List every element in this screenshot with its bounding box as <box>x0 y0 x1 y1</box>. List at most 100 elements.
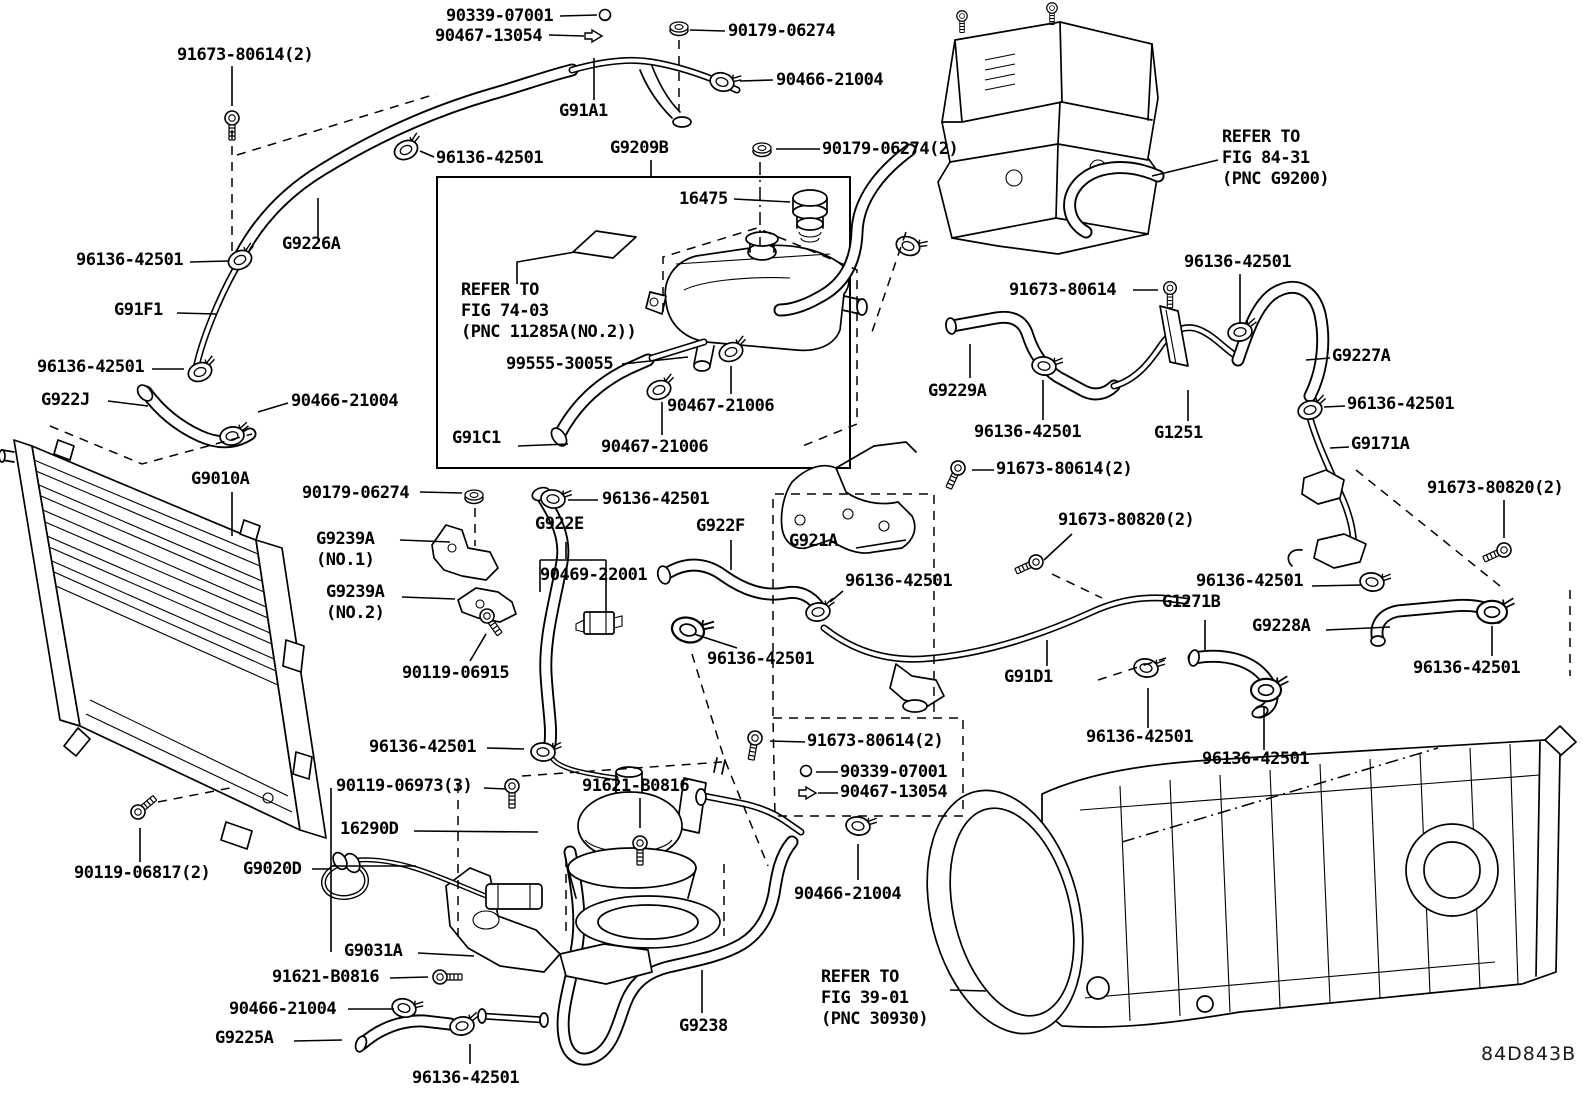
leader-line <box>1323 405 1346 408</box>
radiator-illustration <box>0 439 327 850</box>
part-label-91673-80820-2: 91673-80820(2) <box>1427 478 1564 498</box>
part-label-91621-B0816: 91621-B0816 <box>582 776 690 796</box>
refer-note-fig-84-31: REFER TO FIG 84-31 (PNC G9200) <box>1222 127 1330 189</box>
leader-line <box>419 491 463 494</box>
leader-line <box>1329 446 1350 449</box>
construction-line <box>772 717 964 817</box>
pipe-g1251 <box>1110 305 1240 390</box>
part-label-90467-13054: 90467-13054 <box>435 26 543 46</box>
part-label-G9239A-no2: G9239A (NO.2) <box>326 582 385 623</box>
part-label-90466-21004: 90466-21004 <box>291 391 399 411</box>
part-label-G91D1: G91D1 <box>1004 667 1053 687</box>
part-label-90466-21004: 90466-21004 <box>229 999 337 1019</box>
leader-line <box>483 787 507 790</box>
pump-wire-harness <box>321 851 543 910</box>
drawing-code-label: 84D843B <box>1481 1043 1577 1065</box>
part-label-G9229A: G9229A <box>928 381 987 401</box>
leader-line <box>486 747 525 750</box>
part-label-G9031A: G9031A <box>344 941 403 961</box>
part-label-96136-42501: 96136-42501 <box>76 250 184 270</box>
refer-flag-icon <box>572 230 637 259</box>
radiator-cap-illustration <box>792 189 828 243</box>
part-label-G1271B: G1271B <box>1162 592 1221 612</box>
part-label-90179-06274: 90179-06274 <box>728 21 836 41</box>
part-label-96136-42501: 96136-42501 <box>1196 571 1304 591</box>
part-label-G922J: G922J <box>41 390 90 410</box>
part-label-G9226A: G9226A <box>282 234 341 254</box>
part-label-96136-42501: 96136-42501 <box>37 357 145 377</box>
part-label-96136-42501: 96136-42501 <box>845 571 953 591</box>
leader-line <box>516 251 576 284</box>
part-label-G921A: G921A <box>789 531 838 551</box>
hose-g9226a <box>233 63 579 263</box>
part-label-G91C1: G91C1 <box>452 428 501 448</box>
leader-line <box>733 198 791 203</box>
part-label-96136-42501: 96136-42501 <box>707 649 815 669</box>
bracket-g9239a-no2 <box>457 587 517 623</box>
callout-lines-layer <box>49 14 1571 1064</box>
refer-note-fig-39-01: REFER TO FIG 39-01 (PNC 30930) <box>821 967 929 1029</box>
refer-note-fig-74-03: REFER TO FIG 74-03 (PNC 11285A(NO.2)) <box>461 280 637 342</box>
part-label-96136-42501: 96136-42501 <box>1413 658 1521 678</box>
part-label-90467-13054: 90467-13054 <box>840 782 948 802</box>
leader-line <box>829 590 844 603</box>
brackets <box>431 441 917 635</box>
part-label-G9239A-no1: G9239A (NO.1) <box>316 529 375 570</box>
part-label-96136-42501: 96136-42501 <box>436 148 544 168</box>
leader-line <box>399 539 451 543</box>
bracket-g9239a-no1 <box>431 524 499 581</box>
leader-line <box>419 150 435 158</box>
hose-inverter-fig84 <box>773 143 1165 317</box>
leader-line <box>517 443 569 447</box>
part-label-G922F: G922F <box>696 516 745 536</box>
part-label-96136-42501: 96136-42501 <box>412 1068 520 1088</box>
construction-line <box>236 93 437 156</box>
transmission-illustration <box>926 725 1577 1035</box>
leader-line <box>1325 626 1391 631</box>
bracket-g921a <box>780 441 917 554</box>
hose-g9225a <box>354 1008 549 1053</box>
part-label-G9171A: G9171A <box>1351 434 1410 454</box>
connector-90469 <box>575 611 623 635</box>
part-label-G9010A: G9010A <box>191 469 250 489</box>
part-label-96136-42501: 96136-42501 <box>602 489 710 509</box>
part-label-96136-42501: 96136-42501 <box>1347 394 1455 414</box>
leader-line <box>413 830 539 833</box>
water-pump-illustration <box>321 755 721 985</box>
leader-line <box>1305 357 1331 361</box>
part-label-90119-06817-2: 90119-06817(2) <box>74 863 211 883</box>
leader-line <box>559 14 598 17</box>
leader-line <box>739 79 774 82</box>
part-label-G91F1: G91F1 <box>114 300 163 320</box>
part-label-G9020D: G9020D <box>243 859 302 879</box>
part-label-90469-22001: 90469-22001 <box>540 565 648 585</box>
leader-line <box>1151 159 1219 177</box>
leader-line <box>548 34 585 37</box>
part-label-96136-42501: 96136-42501 <box>974 422 1082 442</box>
part-label-G91A1: G91A1 <box>559 101 608 121</box>
part-label-G9238: G9238 <box>679 1016 728 1036</box>
hose-g922f <box>656 558 829 619</box>
part-label-91673-80614: 91673-80614 <box>1009 280 1117 300</box>
leader-line <box>469 633 487 662</box>
part-label-G9209B: G9209B <box>610 138 669 158</box>
part-label-90339-07001: 90339-07001 <box>446 6 554 26</box>
leader-line <box>389 976 429 979</box>
expansion-tank-illustration <box>572 189 868 372</box>
leader-line <box>949 989 987 992</box>
part-label-91673-80614-2: 91673-80614(2) <box>996 459 1133 479</box>
leader-line <box>1311 584 1363 587</box>
pipe-g91f1 <box>192 264 240 372</box>
construction-line <box>157 787 231 803</box>
part-label-91673-80614-2: 91673-80614(2) <box>807 731 944 751</box>
leader-line <box>107 400 149 407</box>
part-label-90119-06915: 90119-06915 <box>402 663 510 683</box>
part-label-G9225A: G9225A <box>215 1028 274 1048</box>
construction-line <box>691 653 769 867</box>
part-label-16475: 16475 <box>679 189 728 209</box>
part-label-91621-B0816: 91621-B0816 <box>272 967 380 987</box>
leader-line <box>1043 533 1073 561</box>
